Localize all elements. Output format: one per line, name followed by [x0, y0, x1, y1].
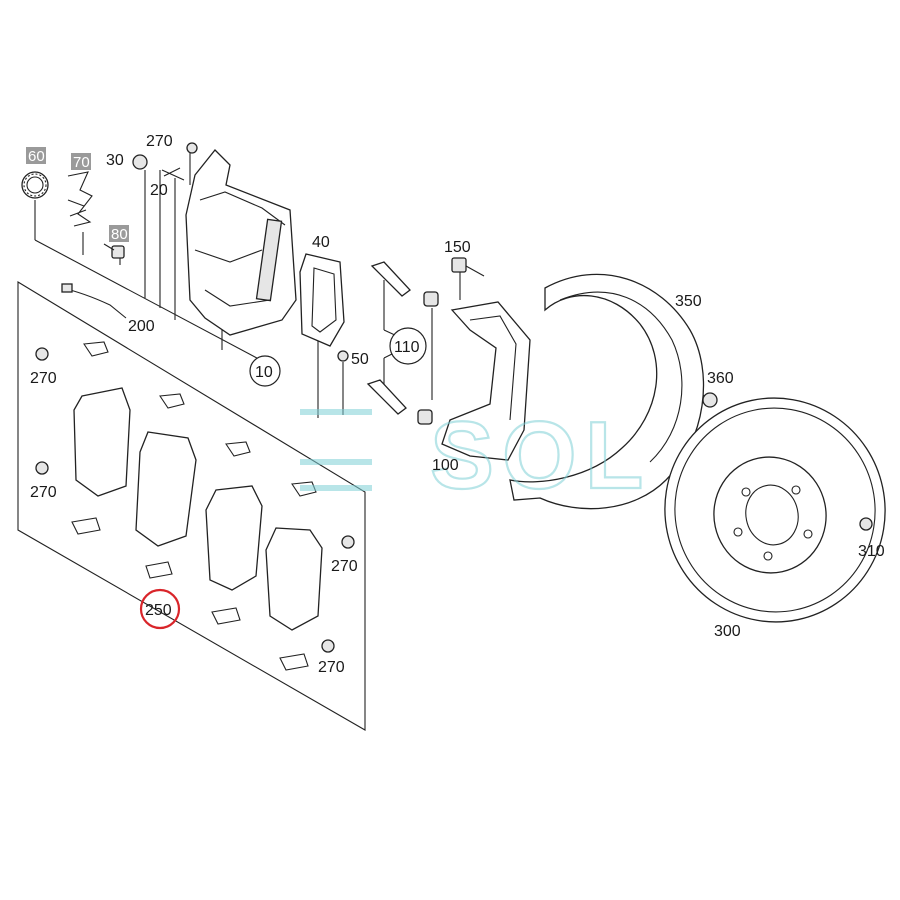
kit-bolts-270 [35, 347, 355, 653]
label-10: 10 [255, 364, 273, 381]
label-350: 350 [675, 293, 702, 310]
label-270-kit-4: 270 [318, 659, 345, 676]
label-60-bg [26, 147, 46, 164]
part-100-bracket [441, 301, 531, 461]
label-150: 150 [444, 239, 471, 256]
wear-sensor-plug [61, 283, 73, 293]
callout-110-circle [389, 327, 427, 365]
label-100: 100 [432, 457, 459, 474]
watermark-logo [300, 409, 372, 491]
label-310: 310 [858, 543, 885, 560]
pad-kit-contents [71, 341, 323, 671]
part-350-dust-shield [509, 273, 705, 510]
part-60-seal [21, 171, 49, 199]
part-20-bleeder [161, 167, 185, 181]
part-110-guide-bolts [366, 261, 439, 425]
label-270-kit-3: 270 [331, 558, 358, 575]
label-270-kit-1: 270 [30, 370, 57, 387]
part-360-bolt [702, 392, 718, 408]
label-360: 360 [707, 370, 734, 387]
label-70-bg [71, 153, 91, 170]
part-50-screw [337, 350, 349, 362]
part-300-brake-disc [664, 397, 886, 623]
label-70: 70 [73, 154, 90, 171]
part-40-plate [299, 253, 345, 347]
label-20: 20 [150, 182, 168, 199]
kit-outline [17, 281, 366, 731]
label-270-kit-2: 270 [30, 484, 57, 501]
part-310-screw [859, 517, 873, 531]
label-50: 50 [351, 351, 369, 368]
label-300: 300 [714, 623, 741, 640]
label-40: 40 [312, 234, 330, 251]
caliper-body [185, 149, 297, 336]
part-30-cap [132, 154, 148, 170]
part-150-bolt [451, 257, 485, 277]
label-30: 30 [106, 152, 124, 169]
callout-10-circle [249, 355, 281, 387]
label-80-bg [109, 225, 129, 242]
label-200: 200 [128, 318, 155, 335]
label-60: 60 [28, 148, 45, 165]
label-80: 80 [111, 226, 128, 243]
label-250: 250 [145, 602, 172, 619]
callout-250-highlight [139, 588, 181, 630]
watermark: SOL [430, 402, 651, 509]
part-270-top-bolt [186, 142, 198, 154]
part-80-bolt [103, 243, 125, 259]
part-70-spring [67, 171, 93, 227]
label-270-top: 270 [146, 133, 173, 150]
label-110: 110 [394, 339, 420, 356]
